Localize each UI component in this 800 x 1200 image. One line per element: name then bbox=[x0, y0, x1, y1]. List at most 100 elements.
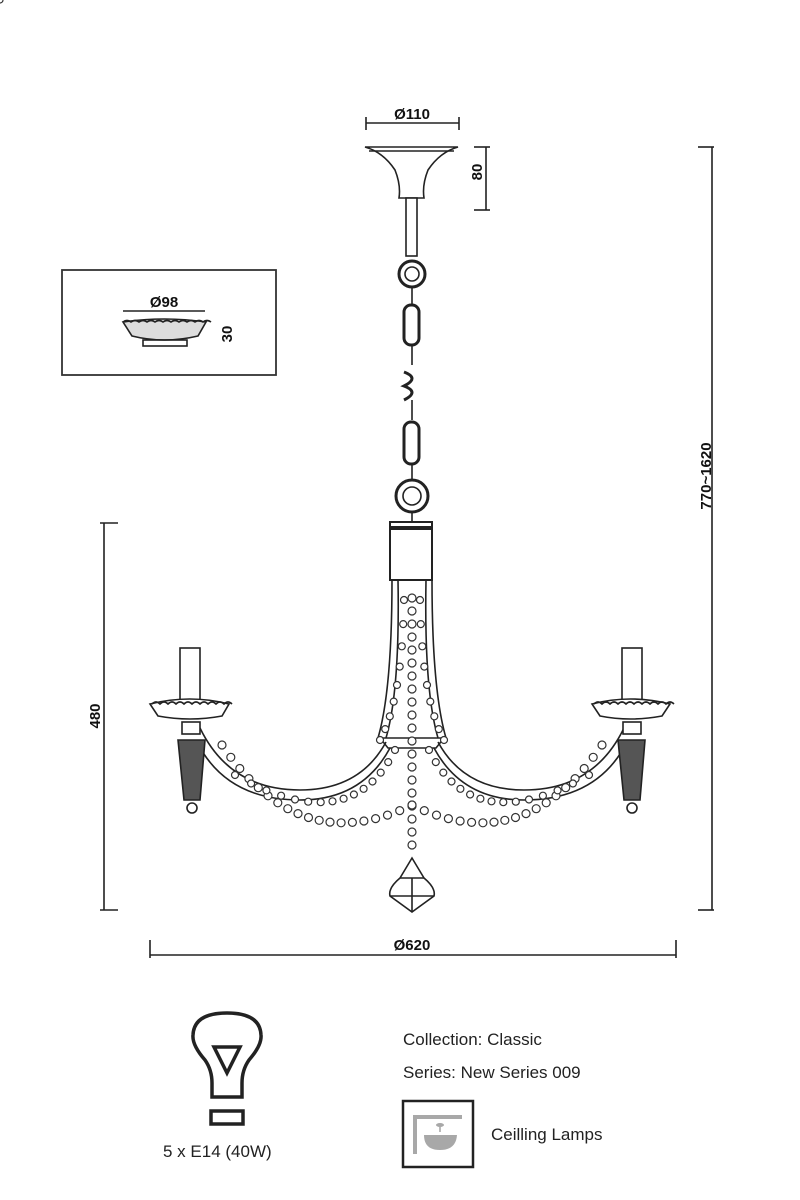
crystal-bead bbox=[262, 786, 271, 795]
crystal-bead bbox=[489, 817, 499, 827]
crystal-bead bbox=[407, 840, 417, 850]
crystal-bead bbox=[217, 740, 227, 750]
crystal-bead bbox=[395, 805, 405, 816]
bulb-spec-label: 5 x E14 (40W) bbox=[163, 1142, 272, 1161]
crystal-bead bbox=[419, 805, 429, 816]
crystal-bead bbox=[588, 752, 598, 762]
crystal-bead bbox=[230, 770, 240, 780]
crystal-bead bbox=[407, 710, 417, 720]
crystal-bead bbox=[579, 763, 589, 774]
crystal-bead bbox=[456, 784, 465, 793]
cup-detail-inset: Ø98 30 bbox=[61, 269, 277, 376]
crystal-bead bbox=[304, 797, 313, 806]
crystal-bead bbox=[426, 697, 435, 706]
crystal-bead bbox=[395, 662, 404, 671]
crystal-bead bbox=[476, 794, 485, 803]
crystal-bead bbox=[247, 779, 256, 788]
crystal-bead bbox=[466, 790, 475, 799]
series-label: Series: New Series 009 bbox=[403, 1063, 581, 1082]
crystal-bead bbox=[407, 671, 417, 681]
width-diameter-label: Ø620 bbox=[394, 937, 431, 954]
crystal-bead bbox=[397, 642, 406, 651]
crystal-bead bbox=[511, 797, 520, 806]
crystal-bead bbox=[407, 762, 417, 772]
crystal-bead bbox=[521, 808, 531, 819]
left-candle-arm bbox=[148, 647, 233, 814]
canopy-diameter-dimension: Ø110 bbox=[365, 106, 460, 130]
crystal-bead bbox=[407, 800, 417, 810]
crystal-bead bbox=[597, 740, 607, 750]
crystal-bead bbox=[253, 783, 263, 793]
crystal-bead bbox=[235, 763, 245, 774]
crystal-bead bbox=[392, 680, 402, 690]
crystal-bead bbox=[385, 712, 394, 721]
crystal-bead bbox=[568, 779, 578, 788]
crystal-bead bbox=[524, 795, 534, 804]
canopy-height-label: 80 bbox=[469, 164, 486, 181]
crystal-bead bbox=[443, 813, 453, 824]
crystal-bead bbox=[407, 684, 417, 694]
crystal-bead bbox=[407, 723, 417, 733]
chandelier-body bbox=[195, 521, 629, 801]
category-label: Ceilling Lamps bbox=[491, 1125, 603, 1144]
crystal-bead bbox=[416, 619, 425, 629]
crystal-bead bbox=[399, 595, 409, 605]
crystal-bead bbox=[538, 791, 548, 800]
crystal-bead bbox=[584, 770, 594, 780]
crystal-bead bbox=[420, 662, 429, 671]
crystal-bead bbox=[431, 810, 442, 820]
crystal-pendant bbox=[388, 856, 436, 913]
crystal-bead bbox=[283, 804, 293, 814]
right-candle-arm bbox=[590, 647, 675, 814]
crystal-bead bbox=[389, 697, 398, 706]
crystal-garlands bbox=[0, 0, 607, 850]
crystal-bead bbox=[418, 642, 427, 651]
crystal-bead bbox=[407, 697, 417, 707]
crystal-bead bbox=[359, 784, 368, 793]
crystal-bead bbox=[434, 724, 443, 734]
crystal-bead bbox=[375, 735, 385, 745]
crystal-bead bbox=[510, 812, 521, 823]
crystal-bead bbox=[273, 798, 283, 808]
crystal-bead bbox=[424, 745, 434, 755]
crystal-bead bbox=[439, 768, 448, 777]
crystal-bead bbox=[290, 795, 300, 804]
canopy-height-dimension: 80 bbox=[469, 146, 490, 211]
width-dimension: Ø620 bbox=[149, 937, 677, 958]
crystal-bead bbox=[431, 757, 440, 767]
total-height-label: 770~1620 bbox=[698, 442, 715, 509]
crystal-bead bbox=[359, 816, 369, 826]
crystal-bead bbox=[381, 724, 390, 734]
crystal-bead bbox=[349, 790, 358, 799]
crystal-bead bbox=[407, 749, 417, 759]
crystal-bead bbox=[407, 814, 417, 824]
canopy bbox=[364, 146, 459, 257]
crystal-bead bbox=[478, 818, 488, 828]
inset-height-label: 30 bbox=[219, 326, 236, 343]
crystal-bead bbox=[336, 818, 346, 828]
crystal-bead bbox=[447, 777, 456, 786]
crystal-bead bbox=[407, 827, 417, 837]
crystal-bead bbox=[316, 798, 325, 807]
crystal-bead bbox=[439, 735, 449, 745]
crystal-bead bbox=[328, 797, 337, 806]
crystal-bead bbox=[399, 619, 408, 629]
crystal-bead bbox=[415, 595, 425, 605]
crystal-bead bbox=[277, 791, 286, 800]
crystal-bead bbox=[407, 775, 417, 785]
crystal-bead bbox=[384, 757, 393, 767]
crystal-bead bbox=[314, 815, 324, 825]
crystal-bead bbox=[368, 777, 377, 786]
crystal-bead bbox=[407, 658, 417, 668]
crystal-bead bbox=[561, 783, 571, 793]
body-height-label: 480 bbox=[87, 703, 104, 728]
crystal-bead bbox=[531, 804, 541, 814]
crystal-bead bbox=[407, 606, 417, 616]
crystal-bead bbox=[407, 788, 417, 798]
crystal-bead bbox=[487, 797, 496, 806]
crystal-bead bbox=[382, 810, 393, 820]
crystal-bead bbox=[407, 593, 417, 603]
chain bbox=[394, 259, 430, 522]
light-bulb-icon bbox=[191, 1011, 263, 1126]
